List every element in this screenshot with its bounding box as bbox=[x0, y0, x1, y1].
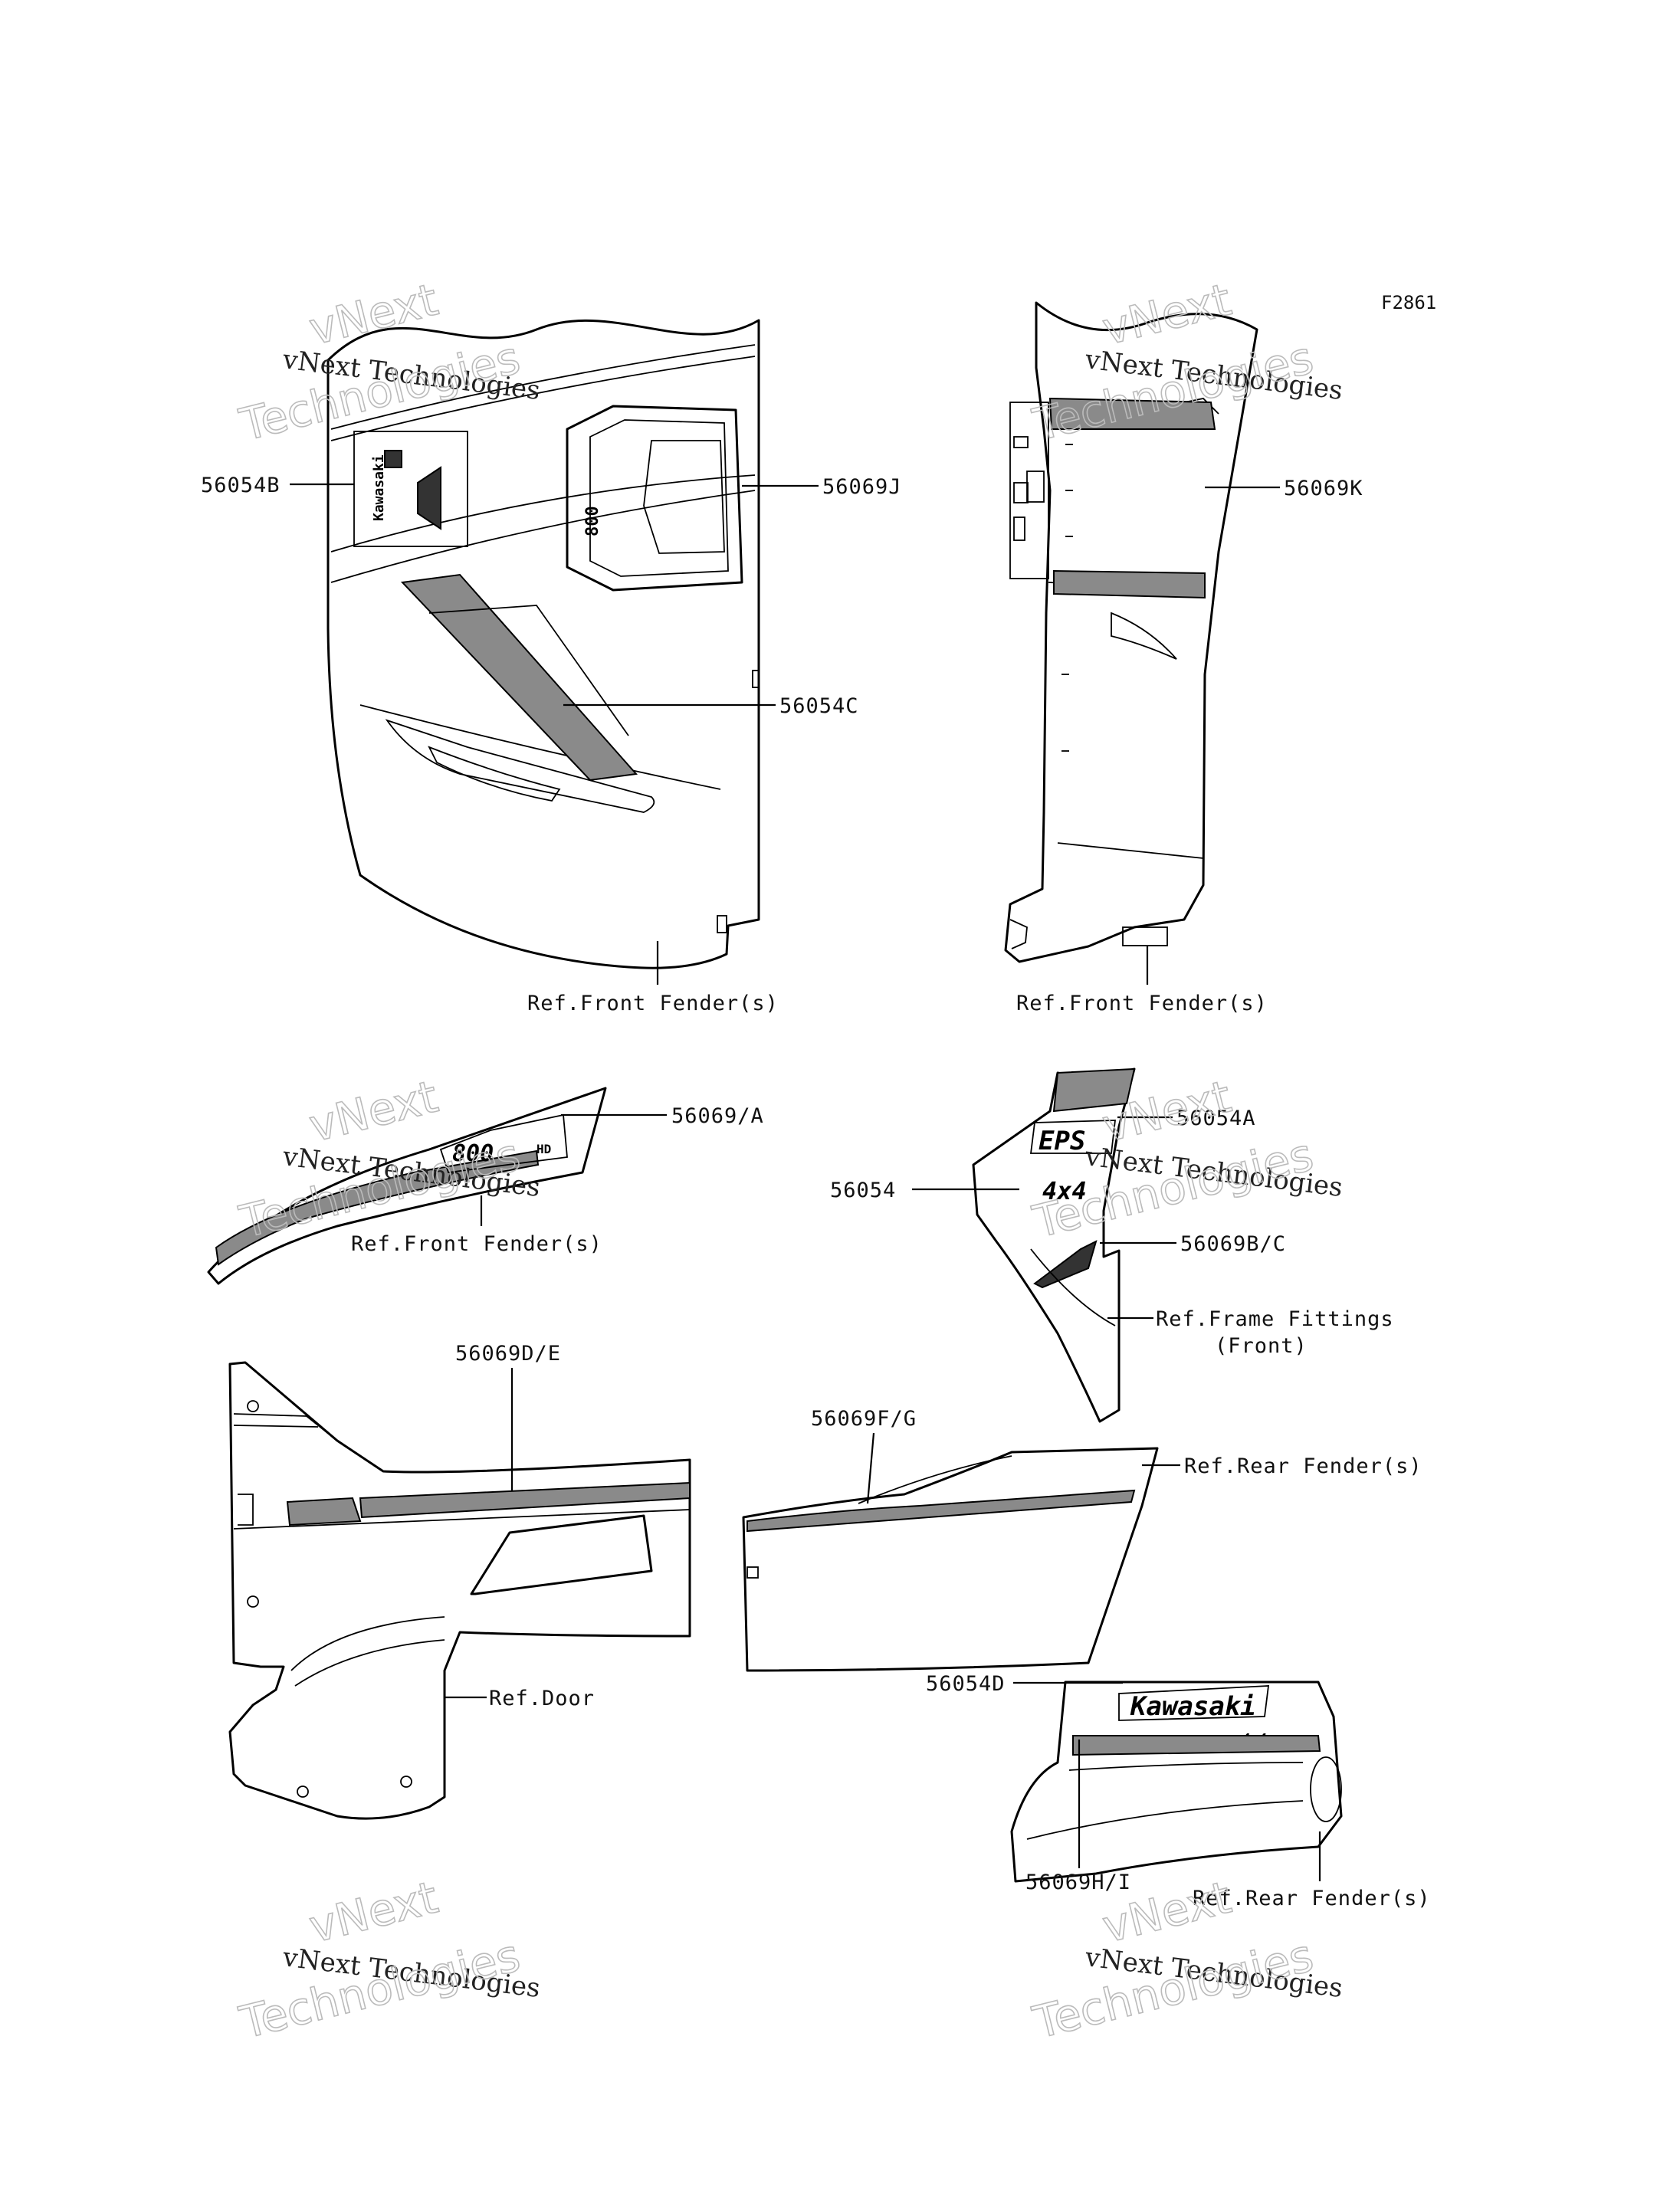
rear-side-panel-door bbox=[228, 1361, 691, 1820]
watermark-vnext: vNext bbox=[304, 1071, 443, 1153]
label-56069FG: 56069F/G bbox=[811, 1407, 917, 1431]
front-corner-panel: EPS 4x4 bbox=[972, 1067, 1136, 1423]
decal-56054B bbox=[353, 431, 468, 547]
figure-number: F2861 bbox=[1381, 292, 1436, 313]
decal-56069K-upper bbox=[1048, 397, 1216, 430]
decal-56069DE-left bbox=[286, 1497, 362, 1526]
decal-56069HI bbox=[1072, 1735, 1321, 1756]
watermark-vnext: vNext bbox=[1098, 274, 1236, 356]
door-window-recess bbox=[470, 1514, 653, 1595]
front-side-panel-left: Kawasaki 800 bbox=[326, 319, 760, 969]
watermark-top-left: vNext vNext Technologies Technologies bbox=[234, 273, 542, 452]
decal-56069FG bbox=[746, 1489, 1136, 1533]
kawasaki-k-logo bbox=[417, 466, 441, 530]
label-56069K: 56069K bbox=[1284, 477, 1363, 500]
decal-56054A bbox=[1029, 1120, 1117, 1154]
label-56069HI: 56069H/I bbox=[1025, 1871, 1131, 1894]
label-56054: 56054 bbox=[830, 1179, 896, 1202]
label-56069A: 56069/A bbox=[671, 1104, 764, 1128]
decal-56069A-stripe bbox=[215, 1149, 540, 1266]
label-ref-door: Ref.Door bbox=[489, 1687, 595, 1710]
label-56069J: 56069J bbox=[822, 475, 902, 499]
label-ref-front-fender-2: Ref.Front Fender(s) bbox=[1016, 992, 1268, 1015]
watermark-bottom-left: vNext vNext Technologies Technologies bbox=[234, 1871, 542, 2050]
label-56054A: 56054A bbox=[1176, 1107, 1256, 1130]
label-56069BC: 56069B/C bbox=[1180, 1232, 1286, 1256]
watermark-technologies: Technologies bbox=[1028, 331, 1318, 451]
watermark-technologies: Technologies bbox=[235, 1929, 525, 2048]
label-56054D: 56054D bbox=[926, 1672, 1006, 1696]
watermark-vnext: vNext bbox=[304, 1871, 443, 1953]
leader-lines bbox=[290, 483, 1321, 1881]
decal-800-badge: 800 bbox=[452, 1140, 494, 1167]
decal-4x4-text: 4x4 bbox=[1042, 1176, 1087, 1205]
decal-56069BC bbox=[1033, 1240, 1098, 1289]
label-56054C: 56054C bbox=[779, 694, 859, 718]
watermark-technologies: Technologies bbox=[235, 331, 525, 451]
watermark-vnext: vNext bbox=[304, 274, 443, 356]
decal-56054C bbox=[400, 573, 638, 782]
decal-eps-text: EPS bbox=[1039, 1126, 1085, 1156]
decal-800-text: 800 bbox=[583, 506, 602, 536]
decal-56069DE-stripe bbox=[359, 1481, 691, 1519]
label-56054B: 56054B bbox=[201, 474, 281, 497]
decal-56054D bbox=[1118, 1685, 1270, 1721]
decal-kawasaki-vertical: Kawasaki bbox=[371, 454, 387, 521]
decal-56069K-lower bbox=[1053, 569, 1206, 599]
label-ref-frame-front: (Front) bbox=[1215, 1334, 1308, 1358]
label-ref-rear-fender-2: Ref.Rear Fender(s) bbox=[1193, 1887, 1431, 1910]
decal-hd-badge: HD bbox=[536, 1142, 551, 1156]
decal-56069A-badge bbox=[439, 1113, 568, 1173]
front-fender-stripe: 800 HD bbox=[207, 1087, 607, 1285]
watermark-technologies: Technologies bbox=[1028, 1929, 1318, 2048]
decal-56054-upper bbox=[1052, 1067, 1136, 1113]
rear-side-stripe-panel bbox=[742, 1447, 1159, 1672]
label-56069DE: 56069D/E bbox=[455, 1342, 561, 1366]
front-panel-side-view bbox=[1004, 301, 1258, 963]
watermark-mid-left: vNext vNext Technologies Technologies bbox=[234, 1070, 542, 1249]
decal-kawasaki-text: Kawasaki bbox=[1130, 1691, 1256, 1722]
decal-square bbox=[384, 450, 402, 468]
label-ref-frame-fittings: Ref.Frame Fittings bbox=[1156, 1307, 1394, 1331]
rear-fender-corner: Kawasaki 4x4 bbox=[1010, 1681, 1343, 1883]
watermark-technologies: Technologies bbox=[235, 1128, 525, 1248]
callout-labels: 56054B 56069J 56054C 56069K Ref.Front Fe… bbox=[201, 474, 1431, 1910]
label-ref-front-fender-1: Ref.Front Fender(s) bbox=[527, 992, 779, 1015]
decal-56069J bbox=[566, 405, 743, 592]
label-ref-front-fender-3: Ref.Front Fender(s) bbox=[351, 1232, 602, 1256]
label-ref-rear-fender-1: Ref.Rear Fender(s) bbox=[1184, 1454, 1422, 1478]
